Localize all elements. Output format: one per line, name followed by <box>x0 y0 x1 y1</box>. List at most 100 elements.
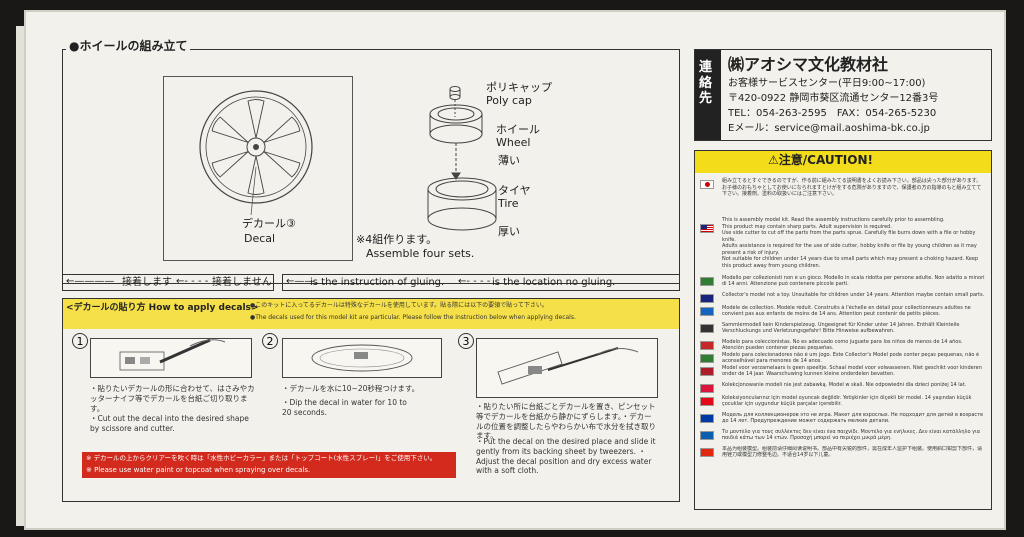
caution-text-en: This is assembly model kit. Read the ass… <box>722 217 986 269</box>
spray-warning-box <box>82 452 456 478</box>
glue-arrow-en-icon: ←—— <box>286 276 315 287</box>
noglue-arrow-en-icon: ←- - - - <box>458 276 491 287</box>
step-1-text-jp: ・貼りたいデカールの形に合わせて、はさみやカッターナイフ等でデカールを台紙ご切り… <box>90 384 255 413</box>
country-flag-icon <box>700 367 714 376</box>
country-flag-icon <box>700 448 714 457</box>
polycap-label-en: Poly cap <box>486 94 532 107</box>
country-flag-icon <box>700 307 714 316</box>
country-flag-icon <box>700 324 714 333</box>
decal-label-jp: デカール③ <box>242 217 296 230</box>
language-warning-text: Koleksiyoncularınız için model oyuncak d… <box>722 395 972 408</box>
exploded-wheel-drawing <box>427 86 497 231</box>
language-warning-text: Collector's model not a toy. Unsuitable … <box>722 292 985 298</box>
step-2-text-en: ・Dip the decal in water for 10 to 20 sec… <box>282 398 407 417</box>
language-warning-row: Modello per collezionisti non è un gioco… <box>698 275 988 292</box>
tire-label-en: Tire <box>498 197 519 210</box>
wheel-drawing-box <box>163 76 353 261</box>
company-name: ㈱アオシマ文化教材社 <box>728 55 889 74</box>
caution-en-line: This product may contain sharp parts. Ad… <box>722 223 892 230</box>
spray-warning-jp: ※ デカールの上からクリアーを吹く時は「水性ホビーカラー」または「トップコート(… <box>86 454 437 462</box>
glue-legend-jp-glue: 接着します <box>122 277 172 288</box>
thick-side-label: 厚い <box>498 225 520 238</box>
glue-legend-en-noglue: is the location no gluing. <box>492 277 616 288</box>
contact-side-label: 連絡先 <box>699 60 713 107</box>
language-warning-text: Модель для коллекционеров это не игра. М… <box>722 412 984 425</box>
language-warning-row: Το μοντέλο για τους συλλέκτες δεν είναι … <box>698 429 988 446</box>
language-warning-row: Modelo para colecionadores não é um jogo… <box>698 352 988 365</box>
language-warning-row: Модель для коллекционеров это не игра. М… <box>698 412 988 429</box>
email-address[interactable]: Eメール：service@mail.aoshima-bk.co.jp <box>728 123 930 134</box>
wheel-assembly-frame <box>62 49 680 284</box>
step-2-number: 2 <box>262 333 278 349</box>
language-warning-row: Sammlermodell kein Kinderspielzeug. Unge… <box>698 322 988 339</box>
language-warning-row: Collector's model not a toy. Unsuitable … <box>698 292 988 305</box>
country-flag-icon <box>700 294 714 303</box>
language-warning-row: 本品为组装模型。组装前请仔细阅读说明书。部品中有尖锐的部件，需在成年人监护下组装… <box>698 446 988 480</box>
contact-frame <box>694 49 992 141</box>
country-flag-icon <box>700 414 714 423</box>
step-3-number: 3 <box>458 333 474 349</box>
caution-text-jp: 組み立てるとすぐできるのですが、作る前に組みたてる説明書をよくお読み下さい。部品… <box>722 178 982 197</box>
thin-side-label: 薄い <box>498 154 520 167</box>
glue-legend-jp <box>62 274 274 291</box>
glue-legend-en <box>282 274 680 291</box>
decal-header-bar <box>63 299 679 329</box>
country-flag-icon <box>700 397 714 406</box>
caution-header <box>695 151 991 173</box>
language-warning-text: Modelo para colecionadores não é um jogo… <box>722 352 980 364</box>
step-1-number: 1 <box>72 333 88 349</box>
caution-en-line: This is assembly model kit. Read the ass… <box>722 217 945 223</box>
language-warning-text: Sammlermodell kein Kinderspielzeug. Unge… <box>722 322 960 335</box>
country-flag-icon <box>700 341 714 350</box>
scissors-cutter-icon <box>119 338 226 371</box>
country-flag-icon <box>700 354 714 363</box>
assemble-sets-jp: ※4組作ります。 <box>356 233 438 246</box>
flag-usa-icon <box>700 224 714 233</box>
noglue-arrow-icon: ←- - - - <box>176 276 209 287</box>
box-panel: ●ホイールの組み立て デカール③ Decal <box>16 10 1006 530</box>
contact-side-bar <box>695 50 721 140</box>
glue-arrow-icon: ←———— <box>66 276 115 287</box>
language-warning-text: Model voor verzamelaars is geen speeltje… <box>722 365 982 378</box>
step-2-text-jp: ・デカールを水に10~20秒程つけます。 <box>282 384 420 393</box>
language-warning-text: Το μοντέλο για τους συλλέκτες δεν είναι … <box>722 429 981 442</box>
service-center: お客様サービスセンター(平日9:00~17:00) <box>728 78 926 89</box>
wheel-label-en: Wheel <box>496 136 531 149</box>
polycap-label-jp: ポリキャップ <box>486 81 552 94</box>
step-3-illustration <box>476 338 658 398</box>
tel-fax: TEL：054-263-2595 FAX：054-265-5230 <box>728 108 937 119</box>
country-flag-icon <box>700 431 714 440</box>
language-warning-text: Kolekcjonowanie modeli nie jest zabawką.… <box>722 382 967 388</box>
box-flap-left <box>16 26 24 526</box>
wheel-label-jp: ホイール <box>496 123 540 136</box>
language-warning-row: Koleksiyoncularınız için model oyuncak d… <box>698 395 988 412</box>
wheel-front-drawing <box>199 90 313 216</box>
language-warning-row: Modèle de collection. Modèle réduit. Con… <box>698 305 988 322</box>
decal-note-en: ●The decals used for this model kit are … <box>250 314 576 321</box>
caution-en-line: Not suitable for children under 14 years… <box>722 256 979 269</box>
language-warning-text: Modello per collezionisti non è un gioco… <box>722 275 985 288</box>
step-3-text-jp: ・貼りたい所に台紙ごとデカールを置き、ピンセット等でデカールを台紙から静かにずら… <box>476 402 656 441</box>
country-flag-icon <box>700 277 714 286</box>
decal-note-jp: ●このキットに入ってるデカールは特殊なデカールを使用しています。貼る際には以下の… <box>250 302 548 309</box>
decal-section-title: <デカールの貼り方 How to apply decals> <box>66 303 259 313</box>
language-warning-list: Modello per collezionisti non è un gioco… <box>698 275 988 480</box>
step-3-text-en: ・Put the decal on the desired place and … <box>476 437 656 476</box>
flag-japan-icon <box>700 180 714 189</box>
water-dish-icon <box>311 344 413 372</box>
caution-en-line: Use side cutter to cut off the parts fro… <box>722 230 976 243</box>
language-warning-text: 本品为组装模型。组装前请仔细阅读说明书。部品中有尖锐的部件，需在成年人监护下组装… <box>722 446 983 459</box>
language-warning-text: Modelo para coleccionistas. No es adecua… <box>722 339 963 351</box>
decal-label-en: Decal <box>244 232 276 245</box>
wheel-assembly-title: ●ホイールの組み立て <box>66 39 191 54</box>
glue-legend-jp-noglue: 接着しません <box>212 277 272 288</box>
step-1-text-en: ・Cut out the decal into the desired shap… <box>90 414 249 433</box>
caution-title: ⚠注意/CAUTION! <box>768 153 873 167</box>
spray-warning-en: ※ Please use water paint or topcoat when… <box>86 466 311 474</box>
address: 〒420-0922 静岡市葵区流通センター12番3号 <box>728 93 939 104</box>
language-warning-text: Modèle de collection. Modèle réduit. Con… <box>722 305 971 318</box>
glue-legend-en-glue: is the instruction of gluing. <box>310 277 445 288</box>
country-flag-icon <box>700 384 714 393</box>
tweezers-icon <box>497 347 639 385</box>
language-warning-row: Kolekcjonowanie modeli nie jest zabawką.… <box>698 382 988 395</box>
